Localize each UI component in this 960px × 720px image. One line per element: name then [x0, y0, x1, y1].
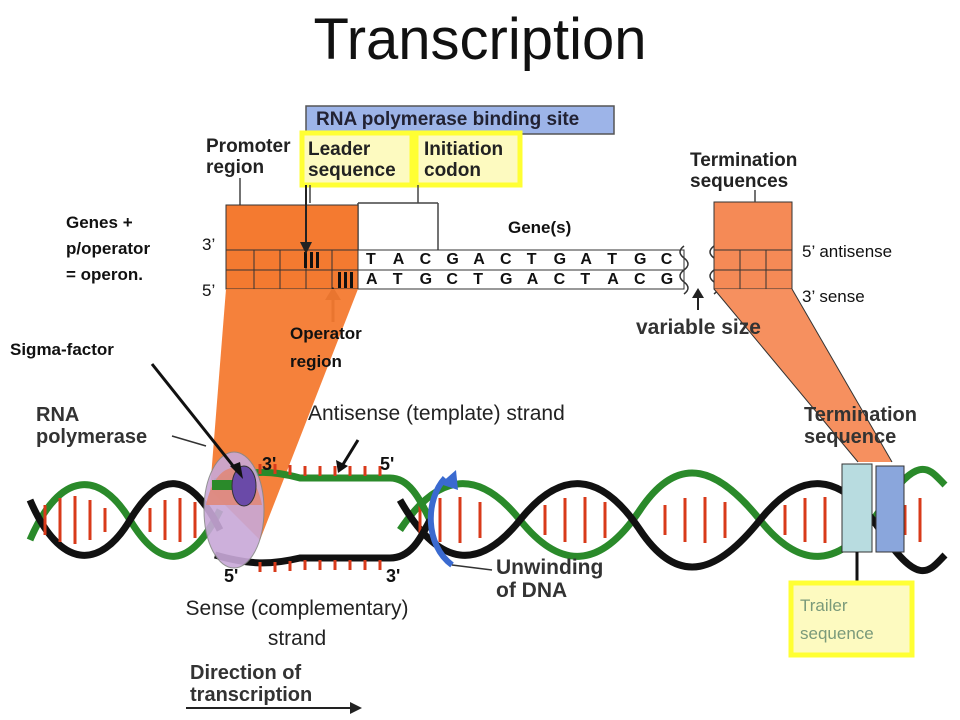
- base-pair-rungs: [43, 496, 922, 544]
- dna-base: T: [580, 271, 591, 288]
- binding-site-label: RNA polymerase binding site: [316, 109, 580, 130]
- left-top-end-label: 3’: [202, 235, 216, 254]
- dna-base: G: [419, 271, 433, 288]
- dna-base: A: [392, 251, 405, 268]
- dna-base: G: [446, 251, 459, 268]
- trailer-bar-2: [875, 465, 905, 553]
- termination-sequence-label: Termination sequence: [804, 404, 917, 448]
- dna-base: C: [419, 251, 432, 268]
- antisense-strand-label: Antisense (template) strand: [308, 402, 565, 425]
- binding-site-bar: [305, 105, 615, 135]
- bubble-rungs: [258, 464, 382, 572]
- unwinding-label: Unwinding of DNA: [496, 556, 604, 602]
- trailer-sequence-box: [788, 580, 915, 658]
- dna-base: A: [366, 271, 378, 288]
- sigma-factor-shape: [231, 465, 257, 507]
- dna-base: C: [500, 251, 512, 268]
- dna-base: G: [500, 271, 513, 288]
- variable-size-label: variable size: [636, 316, 761, 339]
- dna-base: A: [473, 251, 485, 268]
- genes-label: Gene(s): [508, 218, 572, 237]
- dna-base: T: [526, 251, 537, 268]
- dna-base: C: [634, 271, 646, 288]
- trailer-bar-1: [841, 463, 873, 553]
- dna-helix: [26, 465, 948, 575]
- trailer-sequence-label: Trailer sequence: [800, 596, 874, 643]
- dna-base: T: [392, 271, 403, 288]
- initiation-codon-box: [413, 130, 523, 188]
- bubble-5prime-top: 5': [380, 454, 395, 474]
- promoter-region-label: Promoter region: [206, 136, 291, 178]
- page-title: Transcription: [313, 7, 647, 72]
- direction-label: Direction of transcription: [190, 662, 313, 706]
- left-bottom-end-label: 5’: [202, 281, 216, 300]
- right-top-strand-label: 5’ antisense: [802, 242, 893, 261]
- leader-sequence-box: [299, 130, 415, 188]
- termination-block: [713, 201, 793, 290]
- dna-base: A: [607, 271, 619, 288]
- operator-region-label: Operator region: [290, 324, 362, 371]
- termination-projection: [714, 289, 892, 462]
- sense-strand-label: Sense (complementary) strand: [185, 597, 409, 650]
- sigma-factor-label: Sigma-factor: [10, 340, 114, 359]
- dna-base: C: [660, 251, 673, 268]
- right-bottom-strand-label: 3’ sense: [802, 287, 865, 306]
- dna-base: G: [553, 251, 567, 268]
- termination-sequences-label: Termination sequences: [690, 150, 798, 192]
- dna-base: T: [473, 271, 483, 288]
- dna-base: C: [553, 271, 566, 288]
- dna-base: G: [660, 271, 674, 288]
- dna-base: T: [607, 251, 617, 268]
- dna-base: C: [446, 271, 458, 288]
- dna-base: T: [366, 251, 376, 268]
- dna-base: A: [580, 251, 592, 268]
- dna-base: G: [634, 251, 647, 268]
- dna-base: A: [526, 271, 539, 288]
- bubble-3prime-top: 3': [262, 454, 277, 474]
- operon-note: Genes + p/operator = operon.: [66, 213, 151, 284]
- bubble-5prime-bottom: 5': [224, 566, 239, 586]
- unwinding-arrow: [427, 475, 454, 568]
- bubble-3prime-bottom: 3': [386, 566, 401, 586]
- initiation-codon-label: Initiation codon: [424, 139, 504, 181]
- rna-polymerase-label: RNA polymerase: [36, 404, 148, 448]
- leader-sequence-label: Leader sequence: [308, 139, 396, 181]
